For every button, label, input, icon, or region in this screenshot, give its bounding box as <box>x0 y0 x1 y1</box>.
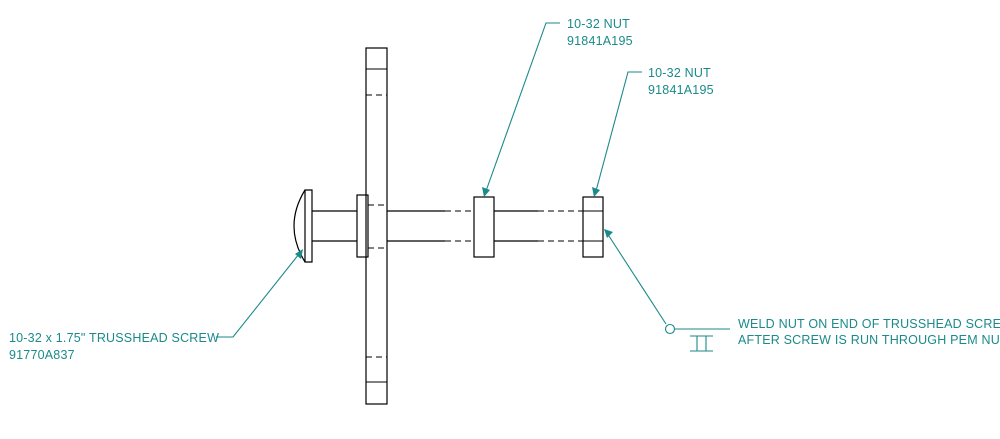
plate <box>365 47 388 405</box>
label-screw-line2: 91770A837 <box>9 348 75 362</box>
pem-nut <box>356 194 387 258</box>
weld-symbol <box>604 229 730 352</box>
label-nut-top-line2: 91841A195 <box>567 34 633 48</box>
label-weld-line2: AFTER SCREW IS RUN THROUGH PEM NUT <box>738 333 1000 347</box>
label-nut-right-line1: 10-32 NUT <box>648 66 711 80</box>
nut-1 <box>473 196 495 258</box>
leader-nut-right <box>592 71 642 197</box>
label-nut-top-line1: 10-32 NUT <box>567 17 630 31</box>
leader-screw <box>216 249 303 338</box>
label-screw-line1: 10-32 x 1.75" TRUSSHEAD SCREW <box>9 331 219 345</box>
label-nut-right-line2: 91841A195 <box>648 83 714 97</box>
leader-nut-top <box>482 22 560 197</box>
nut-2 <box>582 196 604 258</box>
trusshead-screw <box>293 189 583 263</box>
label-weld-line1: WELD NUT ON END OF TRUSSHEAD SCREW <box>738 317 1000 331</box>
